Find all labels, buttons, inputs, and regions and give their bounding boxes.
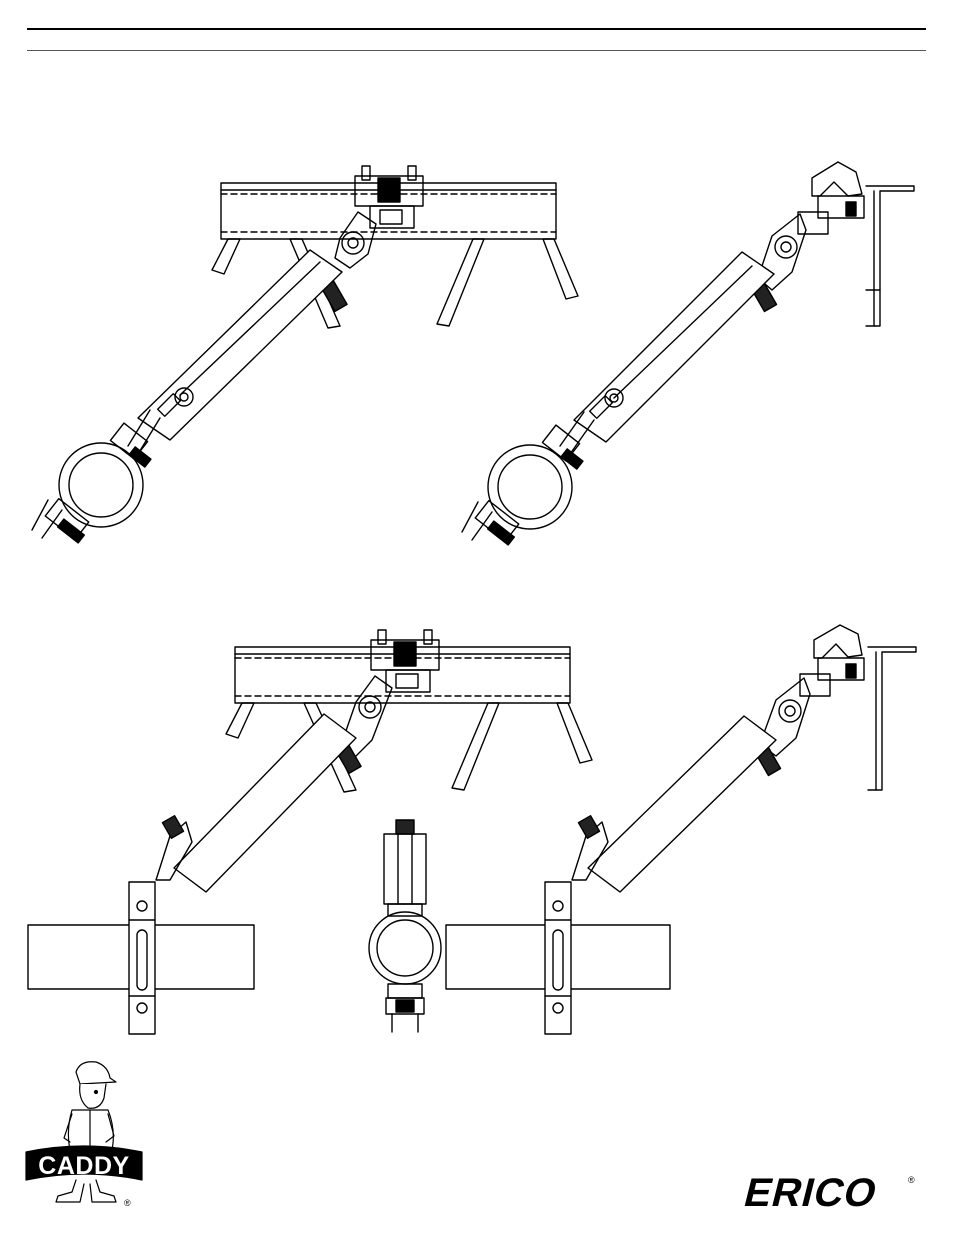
caddy-registered-mark: ® [124,1198,131,1208]
caddy-wordmark: CADDY [38,1152,129,1180]
erico-wordmark: ERICO [740,1170,883,1215]
beam-clamp-icon [355,166,423,228]
strut-icon [588,716,776,892]
figure-beam-brace-pipe-ring [32,166,578,543]
figure-flange-brace-strut [446,625,916,1034]
figure-beam-brace-strut [28,630,592,1034]
figure-flange-brace-pipe-ring [462,162,914,545]
erico-logo: ERICO ® [740,1170,915,1215]
pipe-clamp-icon [32,423,151,543]
beam-clamp-icon [798,162,864,234]
angle-flange-icon [868,647,916,790]
erico-registered-mark: ® [908,1175,915,1185]
caddy-logo: CADDY ® [26,1062,142,1208]
figure-pipe-ring-front [369,820,441,1032]
strut-icon [174,714,356,892]
beam-clamp-icon [371,630,439,692]
beam-clamp-icon [800,625,864,696]
strut-icon [574,252,774,442]
pipe-clamp-icon [462,425,583,545]
angle-flange-icon [866,186,914,326]
